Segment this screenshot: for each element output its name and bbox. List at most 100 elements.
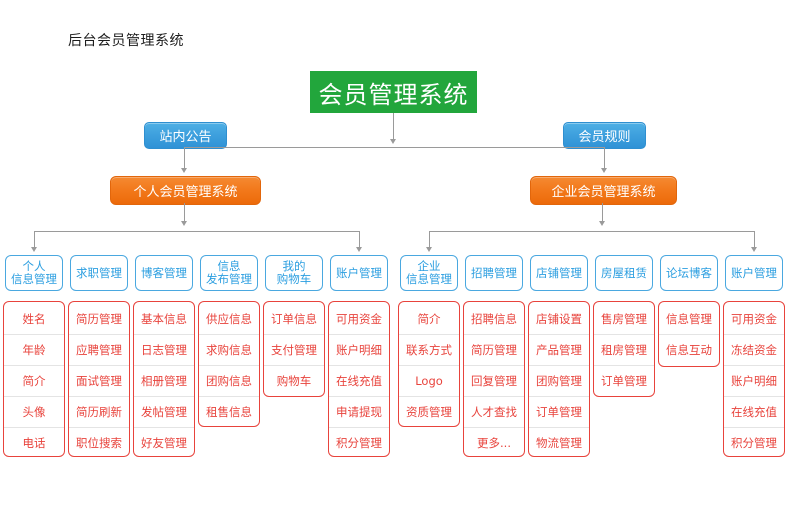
leaf-group: 售房管理租房管理订单管理 [593,301,655,397]
leaf-item[interactable]: 基本信息 [141,312,187,326]
category-label-line: 我的 [282,259,306,273]
arrow-head [389,139,396,144]
leaf-item[interactable]: 简介 [417,312,441,326]
leaf-item[interactable]: 团购管理 [529,365,589,396]
leaf-item[interactable]: 简历管理 [76,312,122,326]
leaf-item[interactable]: 信息管理 [666,312,712,326]
category-box[interactable]: 账户管理 [725,255,783,291]
category-box[interactable]: 企业信息管理 [400,255,458,291]
category-label-line: 博客管理 [141,265,187,280]
leaf-item[interactable]: 应聘管理 [69,334,129,365]
leaf-item[interactable]: 联系方式 [399,334,459,365]
leaf-item[interactable]: 订单管理 [529,396,589,427]
leaf-item[interactable]: 相册管理 [134,365,194,396]
leaf-item[interactable]: 求购信息 [199,334,259,365]
leaf-item[interactable]: 简介 [4,365,64,396]
arrow-head [180,168,187,173]
leaf-item[interactable]: 年龄 [4,334,64,365]
leaf-item[interactable]: 姓名 [22,312,46,326]
leaf-item[interactable]: 简历管理 [464,334,524,365]
category-box[interactable]: 博客管理 [135,255,193,291]
leaf-group: 订单信息支付管理购物车 [263,301,325,397]
connector-line [429,231,754,232]
leaf-item[interactable]: 日志管理 [134,334,194,365]
leaf-item[interactable]: 在线充值 [724,396,784,427]
category-box[interactable]: 个人信息管理 [5,255,63,291]
category-label-line: 招聘管理 [471,265,517,280]
category-box[interactable]: 账户管理 [330,255,388,291]
leaf-item[interactable]: 招聘信息 [471,312,517,326]
category-label-line: 个人 [22,259,46,273]
leaf-group: 供应信息求购信息团购信息租售信息 [198,301,260,427]
connector-line [184,203,185,223]
connector-line [34,231,35,247]
category-label-line: 发布管理 [206,272,252,286]
node-personal-member-system[interactable]: 个人会员管理系统 [110,176,261,205]
leaf-item[interactable]: 头像 [4,396,64,427]
leaf-item[interactable]: 支付管理 [264,334,324,365]
leaf-item[interactable]: Logo [399,365,459,396]
leaf-item[interactable]: 资质管理 [399,396,459,427]
category-box[interactable]: 求职管理 [70,255,128,291]
leaf-item[interactable]: 申请提现 [329,396,389,427]
button-member-rules[interactable]: 会员规则 [563,122,646,149]
arrow-head [355,247,362,252]
leaf-item[interactable]: 订单管理 [594,365,654,396]
leaf-item[interactable]: 更多... [464,427,524,458]
category-box[interactable]: 我的购物车 [265,255,323,291]
button-site-notice[interactable]: 站内公告 [144,122,227,149]
category-box[interactable]: 房屋租赁 [595,255,653,291]
leaf-item[interactable]: 在线充值 [329,365,389,396]
leaf-item[interactable]: 物流管理 [529,427,589,458]
node-enterprise-member-system[interactable]: 企业会员管理系统 [530,176,677,205]
leaf-item[interactable]: 售房管理 [601,312,647,326]
leaf-item[interactable]: 产品管理 [529,334,589,365]
leaf-item[interactable]: 账户明细 [329,334,389,365]
connector-line [429,231,430,247]
category-label-line: 账户管理 [336,265,382,280]
leaf-item[interactable]: 积分管理 [329,427,389,458]
leaf-item[interactable]: 回复管理 [464,365,524,396]
connector-line [184,147,185,170]
leaf-item[interactable]: 店铺设置 [536,312,582,326]
leaf-item[interactable]: 职位搜索 [69,427,129,458]
leaf-item[interactable]: 购物车 [264,365,324,396]
arrow-head [180,221,187,226]
leaf-item[interactable]: 电话 [4,427,64,458]
leaf-item[interactable]: 好友管理 [134,427,194,458]
leaf-item[interactable]: 简历刷新 [69,396,129,427]
arrow-head [600,168,607,173]
category-box[interactable]: 店铺管理 [530,255,588,291]
category-label-line: 购物车 [276,272,312,286]
connector-line [34,231,359,232]
connector-line [604,147,605,170]
category-label-line: 企业 [417,259,441,273]
leaf-item[interactable]: 发帖管理 [134,396,194,427]
category-box[interactable]: 论坛博客 [660,255,718,291]
leaf-item[interactable]: 信息互动 [659,334,719,365]
leaf-item[interactable]: 租房管理 [594,334,654,365]
leaf-group: 招聘信息简历管理回复管理人才查找更多... [463,301,525,457]
arrow-head [750,247,757,252]
leaf-item[interactable]: 可用资金 [336,312,382,326]
leaf-item[interactable]: 冻结资金 [724,334,784,365]
leaf-item[interactable]: 面试管理 [69,365,129,396]
leaf-item[interactable]: 团购信息 [199,365,259,396]
leaf-item[interactable]: 订单信息 [271,312,317,326]
category-label-line: 店铺管理 [536,265,582,280]
leaf-item[interactable]: 人才查找 [464,396,524,427]
category-box[interactable]: 信息发布管理 [200,255,258,291]
category-label-line: 信息管理 [406,272,452,286]
leaf-item[interactable]: 租售信息 [199,396,259,427]
leaf-item[interactable]: 供应信息 [206,312,252,326]
leaf-item[interactable]: 可用资金 [731,312,777,326]
leaf-item[interactable]: 积分管理 [724,427,784,458]
category-box[interactable]: 招聘管理 [465,255,523,291]
root-node-member-management-system[interactable]: 会员管理系统 [310,71,477,113]
leaf-group: 简历管理应聘管理面试管理简历刷新职位搜索 [68,301,130,457]
connector-line [754,231,755,247]
connector-line [602,203,603,223]
leaf-item[interactable]: 账户明细 [724,365,784,396]
category-label-line: 房屋租赁 [601,265,647,280]
